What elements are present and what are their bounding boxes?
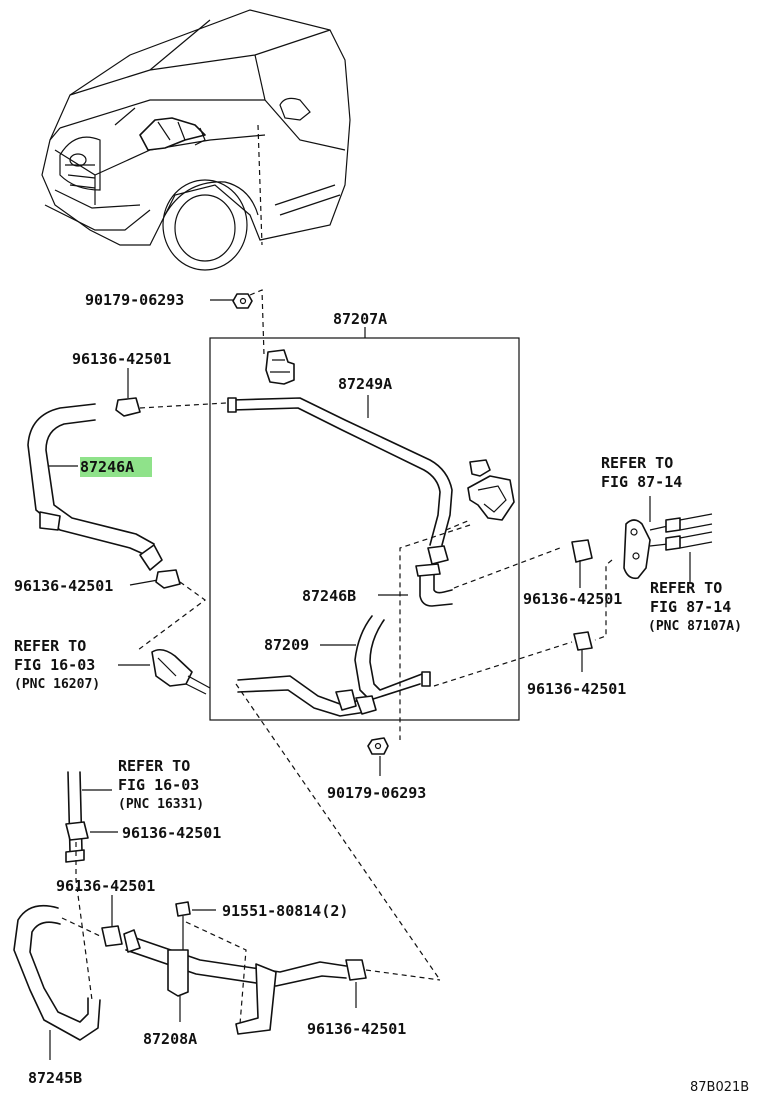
clamp-upper-box[interactable]: [265, 349, 295, 385]
label-87249A: 87249A: [338, 375, 392, 393]
clamp-96136-f[interactable]: 96136-42501: [56, 877, 155, 947]
ref-87-14-a-line1: REFER TO: [601, 454, 673, 472]
ref-87107A-line1: REFER TO: [650, 579, 722, 597]
reference-fig-16-03-pnc-16331[interactable]: REFER TO FIG 16-03 (PNC 16331): [65, 757, 204, 863]
label-90179-06293-top: 90179-06293: [85, 291, 184, 309]
hose-87245B[interactable]: 87245B: [13, 904, 101, 1087]
clamp-96136-c[interactable]: 96136-42501: [523, 539, 622, 608]
label-96136-42501-c: 96136-42501: [523, 590, 622, 608]
clamp-96136-b[interactable]: 96136-42501: [14, 569, 207, 651]
clamp-96136-d[interactable]: 96136-42501: [433, 631, 626, 698]
hose-87249A[interactable]: 87249A: [139, 375, 453, 546]
label-87246B: 87246B: [302, 587, 356, 605]
hose-87246A[interactable]: 87246A: [27, 403, 163, 571]
ref-16207-line3: (PNC 16207): [14, 677, 100, 692]
assembly-frame: [209, 337, 520, 721]
leader-bottom-nut: [399, 524, 471, 740]
label-90179-06293-bottom: 90179-06293: [327, 784, 426, 802]
nut-90179-top[interactable]: 90179-06293: [85, 289, 265, 356]
clamp-96136-e[interactable]: 96136-42501: [65, 821, 221, 1001]
flange-plate[interactable]: [594, 496, 713, 641]
reference-fig-87-14-pnc-87107A[interactable]: REFER TO FIG 87-14 (PNC 87107A): [648, 579, 742, 634]
ref-16331-line3: (PNC 16331): [118, 797, 204, 812]
label-87246A: 87246A: [80, 458, 134, 476]
ref-87107A-line3: (PNC 87107A): [648, 619, 742, 634]
label-96136-42501-d: 96136-42501: [527, 680, 626, 698]
ref-16331-line1: REFER TO: [118, 757, 190, 775]
assembly-87207A[interactable]: 87207A: [209, 310, 520, 721]
clamp-96136-a[interactable]: 96136-42501: [72, 350, 171, 417]
label-87245B: 87245B: [28, 1069, 82, 1087]
nut-90179-bottom[interactable]: 90179-06293: [327, 737, 426, 802]
hose-87246B[interactable]: 87246B: [302, 545, 561, 607]
diagram-id: 87B021B: [690, 1080, 749, 1095]
reference-fig-16-03-pnc-16207[interactable]: REFER TO FIG 16-03 (PNC 16207): [14, 637, 211, 695]
label-96136-42501-b: 96136-42501: [14, 577, 113, 595]
clamp-96136-g[interactable]: 96136-42501: [307, 982, 406, 1038]
pipe-87208A[interactable]: 87208A: [123, 929, 441, 1048]
highlight-87246A: [80, 457, 152, 477]
bolt-91551[interactable]: 91551-80814(2): [175, 901, 348, 1025]
ref-16207-line1: REFER TO: [14, 637, 86, 655]
label-96136-42501-a: 96136-42501: [72, 350, 171, 368]
reference-fig-87-14-a[interactable]: REFER TO FIG 87-14: [601, 454, 682, 491]
label-87209: 87209: [264, 636, 309, 654]
label-96136-42501-e: 96136-42501: [122, 824, 221, 842]
hose-87209[interactable]: 87209: [235, 615, 441, 981]
ref-16207-line2: FIG 16-03: [14, 656, 95, 674]
ref-16331-line2: FIG 16-03: [118, 776, 199, 794]
label-91551-80814: 91551-80814(2): [222, 902, 348, 920]
label-96136-42501-f: 96136-42501: [56, 877, 155, 895]
bracket-clamp-right[interactable]: [445, 459, 515, 531]
vehicle-illustration: [41, 9, 351, 271]
ref-87107A-line2: FIG 87-14: [650, 598, 731, 616]
ref-87-14-a-line2: FIG 87-14: [601, 473, 682, 491]
label-96136-42501-g: 96136-42501: [307, 1020, 406, 1038]
label-87207A: 87207A: [333, 310, 387, 328]
label-87208A: 87208A: [143, 1030, 197, 1048]
